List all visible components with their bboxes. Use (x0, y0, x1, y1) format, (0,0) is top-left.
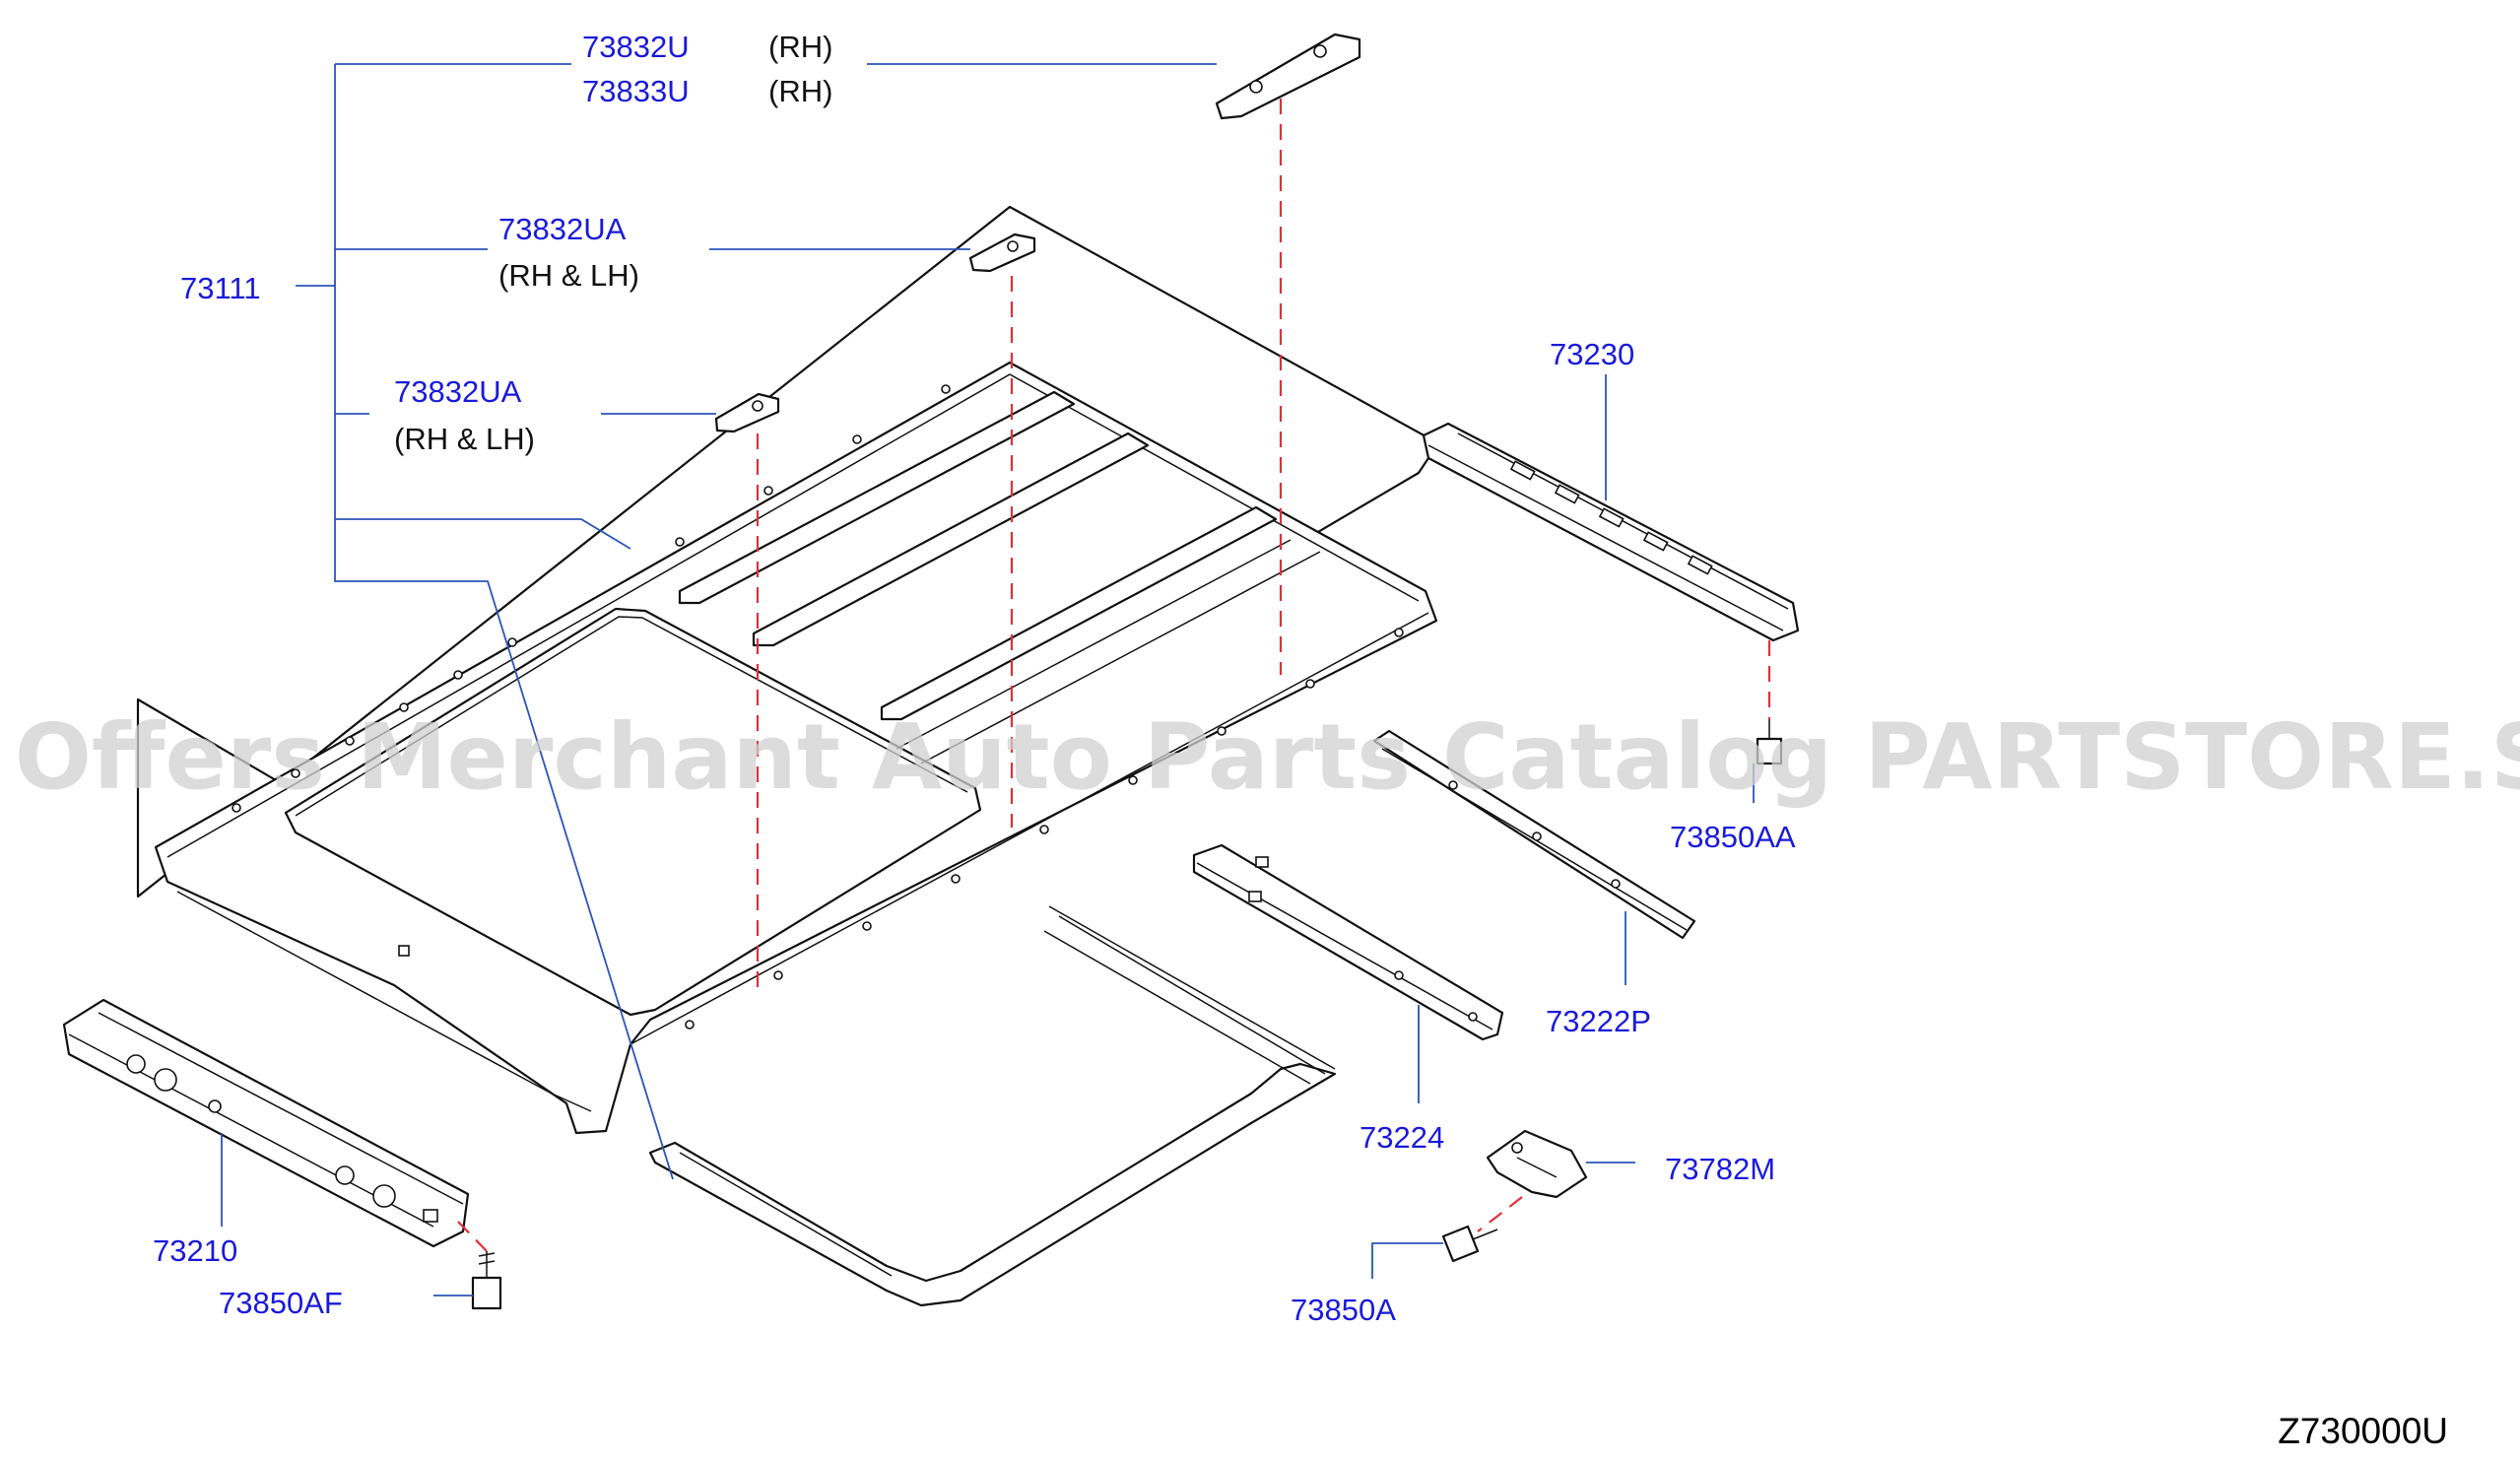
diagram-id: Z730000U (2278, 1411, 2448, 1451)
callout-labels: 73832U (RH) 73833U (RH) 73832UA (RH & LH… (153, 30, 1796, 1327)
label-73833u: 73833U (582, 74, 690, 108)
bolt-73850a (1441, 1225, 1498, 1263)
label-rh-2: (RH) (768, 74, 832, 108)
roof-bow-73222p (1372, 729, 1696, 940)
label-rh-1: (RH) (768, 30, 832, 64)
alignment-guides (457, 99, 1771, 1252)
label-73230: 73230 (1550, 337, 1634, 371)
bracket-73832ua-upper (968, 233, 1036, 273)
label-73222p: 73222P (1546, 1004, 1651, 1038)
label-73832ua-lower: 73832UA (394, 374, 522, 409)
bolt-73850aa (1756, 719, 1783, 765)
bracket-73832ua-lower (714, 392, 780, 433)
sunroof-frame (648, 905, 1337, 1307)
label-73224: 73224 (1359, 1120, 1444, 1155)
roof-panel-73111 (136, 205, 1440, 1135)
label-73832ua-upper: 73832UA (498, 212, 627, 246)
rivet-holes (232, 384, 1404, 1030)
label-rhlh-upper: (RH & LH) (498, 258, 639, 293)
watermark-text: Offers Merchant Auto Parts Catalog PARTS… (15, 704, 2520, 810)
bracket-73782m (1486, 1129, 1588, 1199)
leader-lines (221, 63, 1755, 1296)
label-73850a: 73850A (1291, 1293, 1396, 1327)
rear-rail-73230 (1422, 422, 1800, 642)
label-73850af: 73850AF (219, 1286, 343, 1320)
bracket-73832u (1215, 33, 1361, 120)
label-73210: 73210 (153, 1233, 237, 1268)
bolt-73850af (471, 1251, 502, 1310)
label-73782m: 73782M (1665, 1152, 1775, 1186)
label-73832u: 73832U (582, 30, 690, 64)
label-73111: 73111 (180, 271, 261, 305)
roof-bow-73224 (1192, 843, 1504, 1041)
label-rhlh-lower: (RH & LH) (394, 422, 535, 456)
front-header-73210 (62, 998, 470, 1248)
label-73850aa: 73850AA (1670, 820, 1796, 854)
